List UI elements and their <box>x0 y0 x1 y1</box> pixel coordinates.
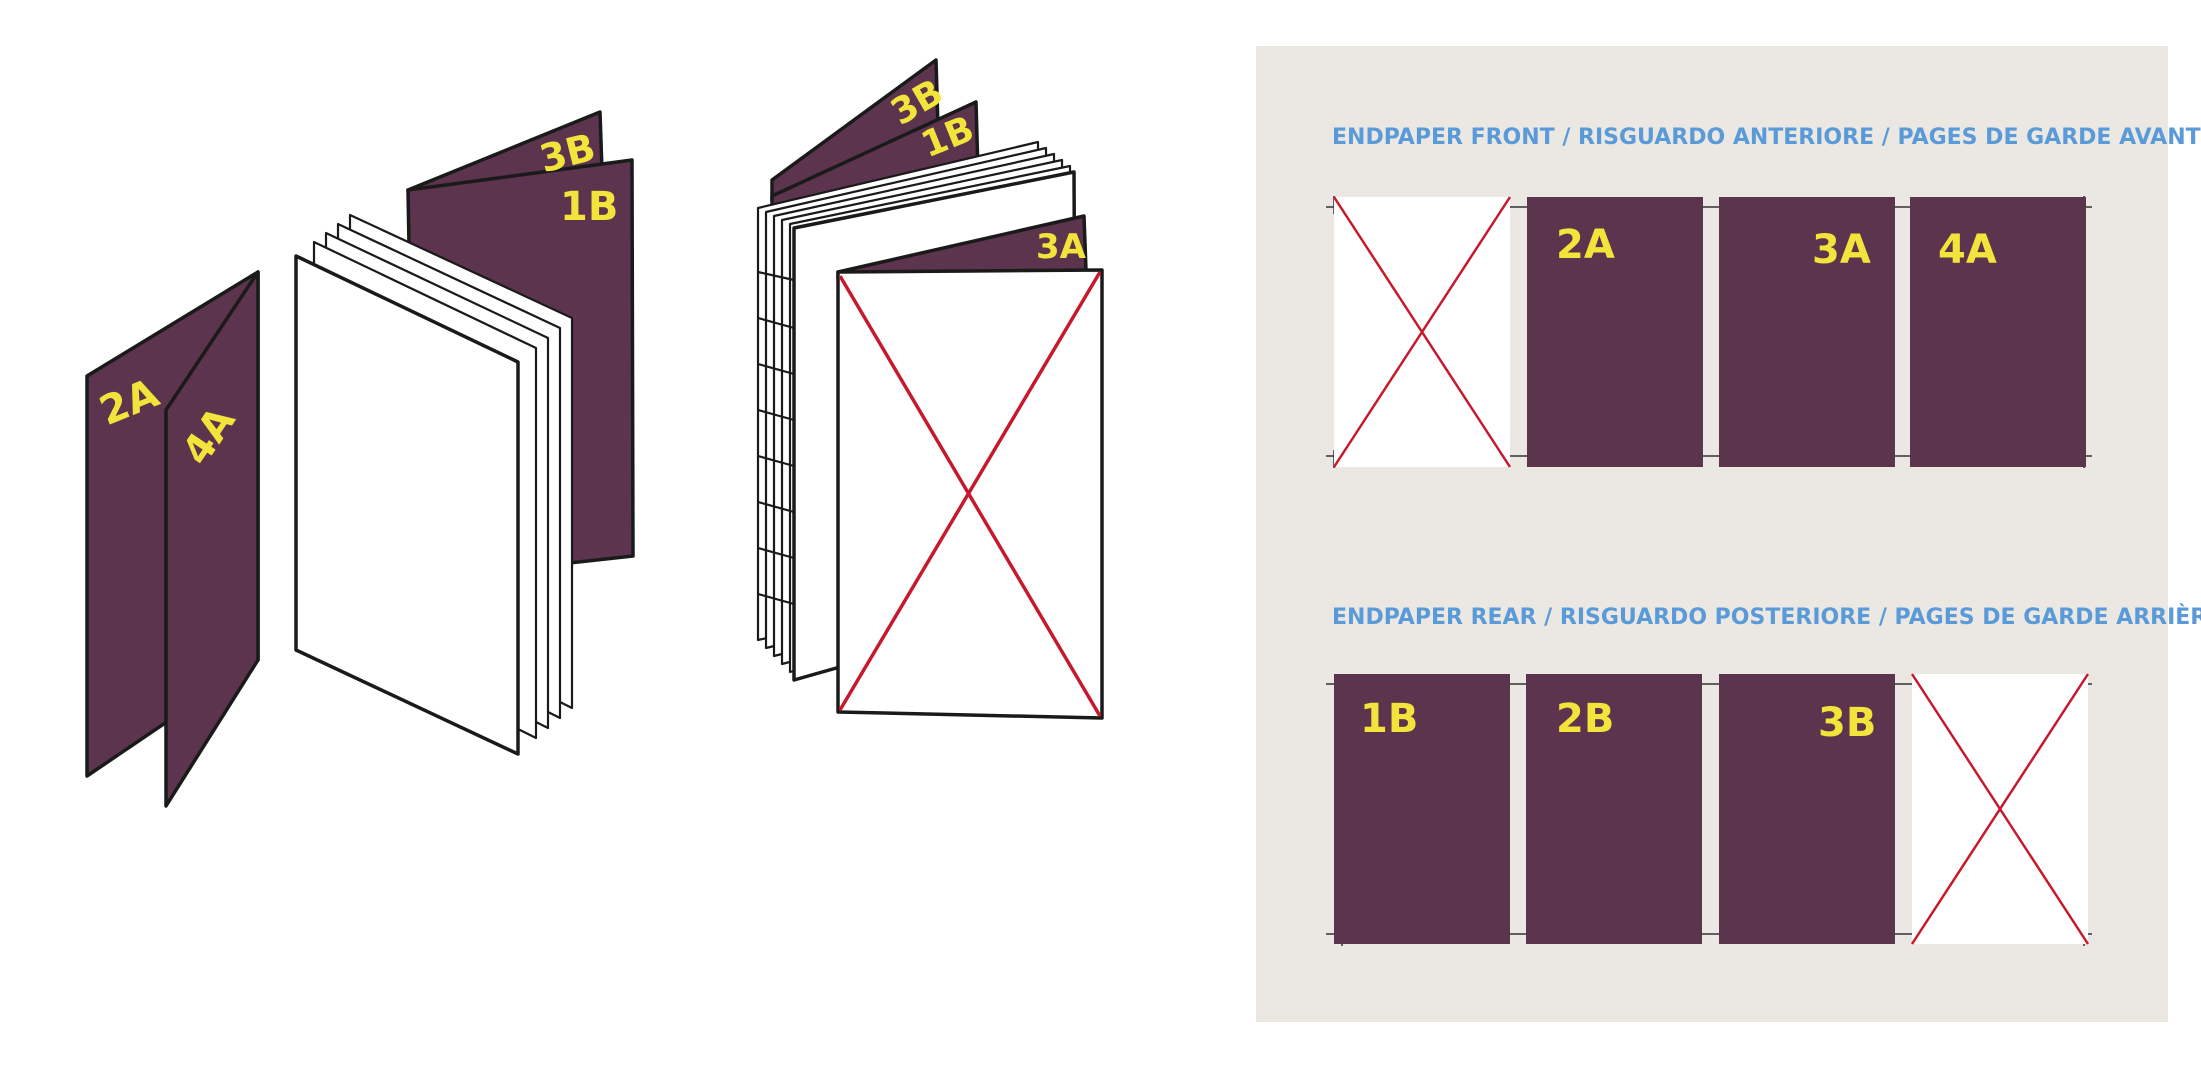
front-page-2 <box>1527 197 1703 467</box>
front-page-3 <box>1719 197 1895 467</box>
front-page-4 <box>1910 197 2086 467</box>
rear-pages-row: 1B 2B 3B <box>1326 673 2092 946</box>
rear-heading: ENDPAPER REAR / RISGUARDO POSTERIORE / P… <box>1332 604 2201 630</box>
front-page-4-label: 4A <box>1938 227 1997 273</box>
rear-page-1-label: 1B <box>1360 696 1418 742</box>
rear-page-3-label: 3B <box>1818 700 1876 746</box>
front-sheet-inner-page <box>164 270 260 808</box>
rear-page-3 <box>1719 674 1895 944</box>
layout-panel: ENDPAPER FRONT / RISGUARDO ANTERIORE / P… <box>1256 46 2201 1022</box>
front-endpaper-sheet: 2A 4A <box>85 270 260 808</box>
right-illustration: 3B 1B 3A <box>756 58 1104 720</box>
front-page-3-label: 3A <box>1812 227 1871 273</box>
front-page-2-label: 2A <box>1556 222 1615 268</box>
rear-page-1 <box>1334 674 1510 944</box>
rear-page-2-label: 2B <box>1556 696 1614 742</box>
rear-page-2 <box>1526 674 1702 944</box>
text-block <box>294 213 574 756</box>
front-heading: ENDPAPER FRONT / RISGUARDO ANTERIORE / P… <box>1332 125 2201 150</box>
front-pages-row: 2A 3A 4A <box>1326 196 2092 468</box>
left-illustration: 3B 1B 2A 4A <box>85 110 635 808</box>
flap-3a-label: 3A <box>1036 227 1087 267</box>
label-1b: 1B <box>560 184 618 230</box>
